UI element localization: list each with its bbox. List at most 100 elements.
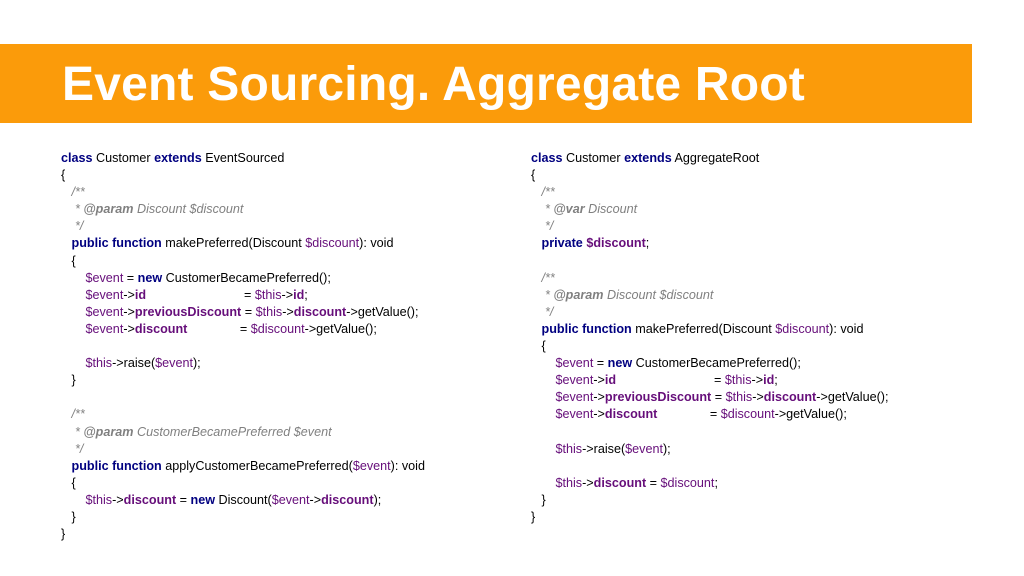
code-token: } (61, 509, 76, 524)
code-token: EventSourced (201, 151, 285, 165)
code-token: $this (555, 475, 583, 490)
code-token: -> (112, 492, 124, 507)
code-token: ->getValue(); (304, 321, 377, 336)
code-token: -> (752, 390, 764, 405)
code-token: $event (85, 270, 124, 285)
code-token: CustomerBecamePreferred(); (162, 270, 331, 285)
code-token: /** (531, 270, 555, 285)
code-token: * (61, 202, 84, 217)
code-token: $this (85, 492, 113, 507)
code-line: $event->id = $this->id; (531, 372, 888, 389)
code-line: $this->raise($event); (61, 355, 425, 372)
code-token: Customer (92, 151, 155, 165)
code-line: */ (61, 218, 425, 235)
code-line: $this->discount = new Discount($event->d… (61, 492, 425, 509)
code-token: = (711, 390, 726, 405)
code-line: ​ (531, 424, 888, 441)
code-line: * @param Discount $discount (531, 287, 888, 304)
code-line: * @var Discount (531, 201, 888, 218)
code-token: = (187, 321, 251, 336)
code-token: = (123, 270, 138, 285)
code-token: -> (123, 321, 135, 336)
code-token: $this (254, 287, 282, 302)
code-token: $event (555, 407, 594, 422)
code-token: -> (593, 373, 605, 388)
code-token: ): void (390, 458, 425, 473)
code-line: $event = new CustomerBecamePreferred(); (531, 355, 888, 372)
code-token: $this (555, 441, 583, 456)
code-token: Discount $discount (133, 202, 244, 217)
code-token: @var (553, 202, 585, 217)
code-token (61, 493, 86, 507)
code-token: ; (304, 287, 308, 302)
code-token: /** (61, 407, 85, 422)
code-token: $event (555, 390, 594, 405)
code-token: $event (85, 287, 124, 302)
code-line: { (61, 475, 425, 492)
code-token: * (531, 287, 554, 302)
code-token: */ (531, 219, 554, 234)
code-token: $event (625, 441, 663, 456)
code-line: } (61, 509, 425, 526)
code-line: private $discount; (531, 235, 888, 252)
code-token: new (137, 270, 163, 285)
code-block-event-sourced: class Customer extends EventSourced{ /**… (61, 150, 425, 543)
code-token: $discount (305, 236, 360, 251)
code-token: discount (123, 492, 177, 507)
code-token: { (61, 168, 66, 183)
code-token: ): void (359, 236, 394, 251)
code-token (61, 322, 86, 336)
code-token: previousDiscount (134, 304, 242, 319)
code-token: $this (255, 304, 283, 319)
code-token (531, 476, 556, 490)
code-token: $event (555, 373, 594, 388)
code-token: @param (83, 202, 134, 217)
code-token: = (657, 407, 721, 422)
code-token: = (146, 287, 255, 302)
code-token: $event (555, 356, 594, 371)
code-token: new (190, 492, 216, 507)
code-token: @param (553, 287, 604, 302)
code-token: id (604, 373, 617, 388)
code-token: ->getValue(); (346, 304, 419, 319)
code-token: } (531, 509, 536, 524)
code-token: CustomerBecamePreferred(); (632, 356, 801, 371)
code-block-aggregate-root: class Customer extends AggregateRoot{ /*… (531, 150, 888, 526)
code-line: */ (531, 218, 888, 235)
code-token: } (61, 373, 76, 388)
code-line: /** (531, 270, 888, 287)
code-line: $event->previousDiscount = $this->discou… (531, 389, 889, 406)
code-token (531, 407, 556, 421)
code-token: $event (85, 304, 124, 319)
code-line: ​ (531, 458, 888, 475)
code-token: $discount (775, 321, 830, 336)
code-token: applyCustomerBecamePreferred( (161, 458, 353, 473)
code-token: $this (725, 390, 753, 405)
code-token: $discount (250, 321, 305, 336)
code-token: extends (154, 151, 202, 165)
code-token: } (531, 492, 546, 507)
code-token: ->raise( (582, 441, 626, 456)
code-line: $this->raise($event); (531, 441, 888, 458)
code-line: */ (531, 304, 888, 321)
code-token: = (176, 492, 191, 507)
code-line: { (531, 338, 888, 355)
slide-title: Event Sourcing. Aggregate Root (62, 58, 805, 111)
code-token (531, 442, 556, 456)
code-token: Discount $discount (603, 287, 714, 302)
code-line: } (531, 509, 888, 526)
code-token: id (134, 287, 147, 302)
code-token: discount (593, 475, 647, 490)
code-token: ; (645, 236, 650, 251)
code-token: extends (624, 151, 672, 165)
code-token: -> (123, 304, 135, 319)
code-line: /** (531, 184, 888, 201)
code-token: ->raise( (112, 356, 156, 371)
code-token: discount (604, 407, 658, 422)
code-token: = (241, 304, 256, 319)
code-line: $event->discount = $discount->getValue()… (531, 406, 888, 423)
code-token: ): void (829, 321, 864, 336)
code-token: -> (123, 287, 135, 302)
code-token: -> (281, 287, 294, 302)
code-line: { (61, 167, 425, 184)
